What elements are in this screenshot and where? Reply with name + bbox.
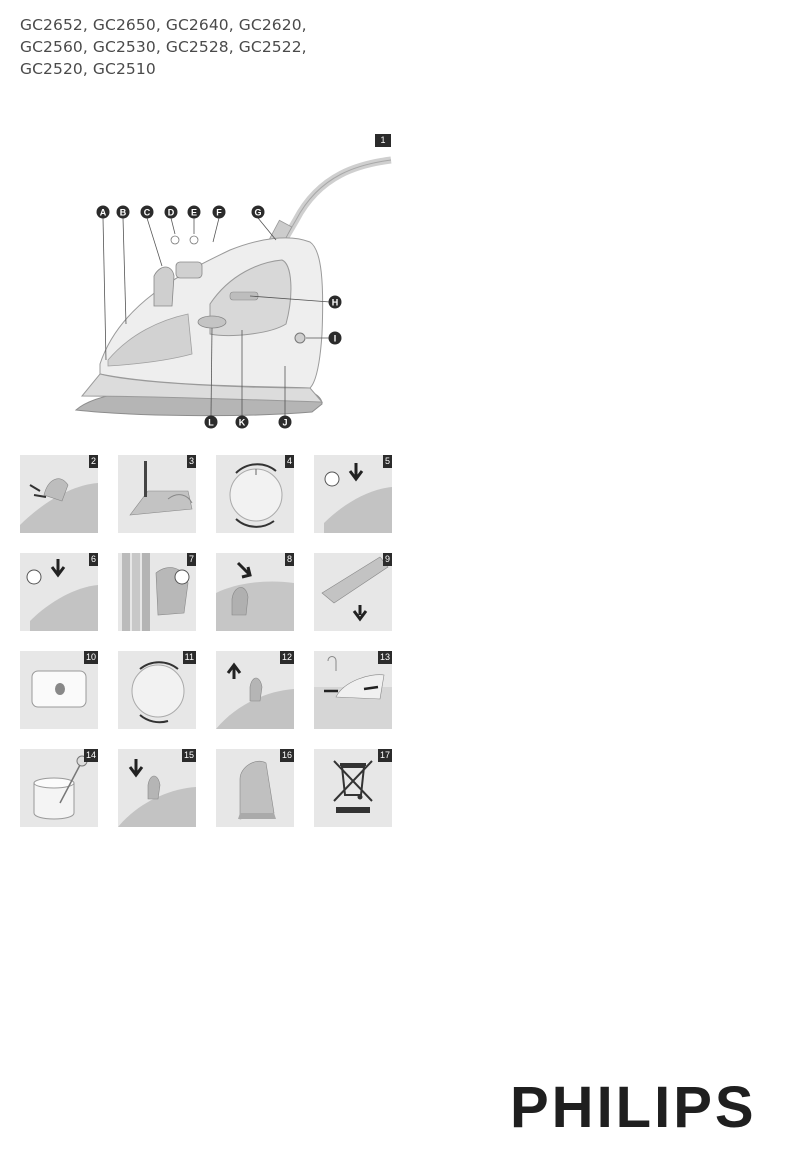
figure-4-illustration <box>229 463 283 528</box>
figure-6-illustration <box>26 559 98 631</box>
figure-13-number: 13 <box>377 651 392 664</box>
figure-15-number: 15 <box>181 749 196 762</box>
figure-15-illustration <box>118 759 196 827</box>
label-j: J <box>278 415 292 429</box>
svg-text:L: L <box>208 418 214 428</box>
figure-12-illustration <box>216 662 294 729</box>
model-list: GC2652, GC2650, GC2640, GC2620, GC2560, … <box>20 14 307 80</box>
figure-3-illustration <box>129 461 193 516</box>
figure-7-illustration <box>122 553 190 631</box>
figure-10-number: 10 <box>83 651 98 664</box>
figure-2-number: 2 <box>88 455 98 468</box>
figure-1-number: 1 <box>375 134 391 147</box>
model-line-1: GC2652, GC2650, GC2640, GC2620, <box>20 16 307 34</box>
figure-2: 2 <box>20 455 98 533</box>
figure-12-number: 12 <box>279 651 294 664</box>
figure-11-number: 11 <box>182 651 196 664</box>
label-l: L <box>204 415 218 429</box>
figure-3: 3 <box>118 455 196 533</box>
figure-16: 16 <box>216 749 294 827</box>
figure-9-number: 9 <box>382 553 392 566</box>
figure-5-number: 5 <box>382 455 392 468</box>
figure-16-illustration <box>238 760 276 820</box>
weee-crossed-bin-icon <box>333 760 373 813</box>
figure-14: 14 <box>20 749 98 827</box>
figure-5: 5 <box>314 455 392 533</box>
figure-12: 12 <box>216 651 294 729</box>
label-h: H <box>328 295 342 309</box>
label-a: A <box>96 205 110 219</box>
figure-8-number: 8 <box>284 553 294 566</box>
svg-text:G: G <box>254 208 261 218</box>
figure-9: 9 <box>314 553 392 631</box>
figure-6-number: 6 <box>88 553 98 566</box>
svg-text:B: B <box>120 208 127 218</box>
figure-8: 8 <box>216 553 294 631</box>
figure-15: 15 <box>118 749 196 827</box>
svg-text:F: F <box>216 208 222 218</box>
figure-7-number: 7 <box>186 553 196 566</box>
label-g: G <box>251 205 265 219</box>
label-k: K <box>235 415 249 429</box>
figure-8-illustration <box>216 561 294 631</box>
figure-7: 7 <box>118 553 196 631</box>
figure-4-number: 4 <box>284 455 294 468</box>
model-line-3: GC2520, GC2510 <box>20 60 156 78</box>
figure-16-number: 16 <box>279 749 294 762</box>
svg-text:A: A <box>100 208 107 218</box>
figure-11: 11 <box>118 651 196 729</box>
figure-3-number: 3 <box>186 455 196 468</box>
philips-logo: PHILIPS <box>510 1075 757 1140</box>
figure-4: 4 <box>216 455 294 533</box>
svg-text:E: E <box>191 208 197 218</box>
svg-text:C: C <box>144 208 151 218</box>
label-d: D <box>164 205 178 219</box>
svg-text:I: I <box>334 334 337 344</box>
svg-text:H: H <box>332 298 339 308</box>
figure-1-iron-overview: 1 <box>60 134 395 444</box>
figure-13: 13 <box>314 651 392 729</box>
figure-6: 6 <box>20 553 98 631</box>
figure-9-illustration <box>321 556 389 622</box>
figure-14-number: 14 <box>83 749 98 762</box>
figure-13-illustration <box>314 656 392 729</box>
figure-5-illustration <box>324 463 392 533</box>
svg-text:D: D <box>168 208 175 218</box>
label-f: F <box>212 205 226 219</box>
figure-10-illustration <box>31 670 87 708</box>
figure-17-number: 17 <box>377 749 392 762</box>
label-b: B <box>116 205 130 219</box>
svg-text:K: K <box>239 418 246 428</box>
figure-17: 17 <box>314 749 392 827</box>
svg-text:J: J <box>282 418 287 428</box>
label-c: C <box>140 205 154 219</box>
model-line-2: GC2560, GC2530, GC2528, GC2522, <box>20 38 307 56</box>
figure-11-illustration <box>131 661 185 724</box>
figure-2-illustration <box>20 478 98 533</box>
label-i: I <box>328 331 342 345</box>
iron-illustration: A B C D E F G H I J K L <box>74 156 392 429</box>
label-e: E <box>187 205 201 219</box>
figure-14-illustration <box>33 755 88 820</box>
figure-10: 10 <box>20 651 98 729</box>
